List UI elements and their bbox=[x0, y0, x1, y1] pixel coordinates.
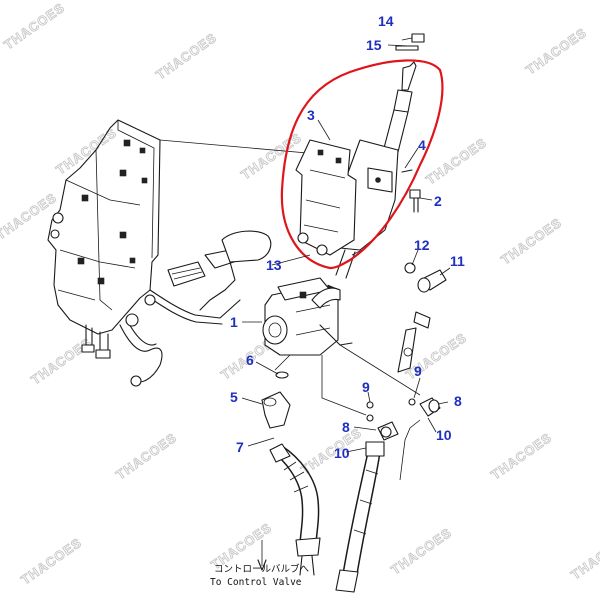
small-parts-top bbox=[395, 33, 425, 51]
watermark: THACOES bbox=[28, 335, 94, 388]
watermark: THACOES bbox=[498, 215, 564, 268]
callout-1: 1 bbox=[230, 314, 238, 330]
callout-9: 9 bbox=[362, 379, 370, 395]
callout-11: 11 bbox=[450, 253, 465, 269]
destination-note: コントロールバルブへ To Control Valve bbox=[210, 563, 310, 588]
callout-8: 8 bbox=[454, 393, 462, 409]
callout-14: 14 bbox=[378, 13, 394, 29]
callout-15: 15 bbox=[366, 37, 382, 53]
highlight-circle bbox=[280, 59, 444, 270]
callout-3: 3 bbox=[307, 107, 315, 123]
steering-column bbox=[295, 61, 417, 297]
callout-10: 10 bbox=[334, 445, 350, 461]
leader-lines bbox=[241, 37, 451, 453]
callout-9: 9 bbox=[414, 363, 422, 379]
watermark: THACOES bbox=[53, 125, 119, 178]
watermark: THACOES bbox=[523, 25, 589, 78]
watermark: THACOES bbox=[568, 530, 600, 583]
callout-5: 5 bbox=[230, 389, 238, 405]
callout-2: 2 bbox=[434, 193, 442, 209]
callout-10: 10 bbox=[436, 427, 452, 443]
callout-13: 13 bbox=[266, 257, 282, 273]
callout-7: 7 bbox=[236, 439, 244, 455]
watermark: THACOES bbox=[298, 425, 364, 478]
watermark: THACOES bbox=[153, 30, 219, 83]
watermark: THACOES bbox=[113, 430, 179, 483]
note-english: To Control Valve bbox=[210, 577, 302, 588]
dash-frame bbox=[47, 119, 331, 387]
watermark: THACOES bbox=[1, 0, 67, 52]
adapter-fittings bbox=[377, 397, 441, 441]
callout-labels: 14 15 3 4 2 12 11 13 1 6 9 9 5 8 8 10 10… bbox=[230, 13, 465, 461]
callout-6: 6 bbox=[246, 352, 254, 368]
o-rings bbox=[275, 371, 416, 422]
bolt-part bbox=[409, 189, 421, 213]
steering-valve bbox=[262, 277, 421, 416]
callout-8: 8 bbox=[342, 419, 350, 435]
brake-pedal-assembly bbox=[125, 230, 272, 327]
callout-12: 12 bbox=[414, 237, 430, 253]
note-japanese: コントロールバルブへ bbox=[214, 563, 310, 575]
watermark: THACOES bbox=[488, 430, 554, 483]
watermark: THACOES bbox=[388, 525, 454, 578]
elbow-fitting bbox=[397, 262, 447, 373]
watermark: THACOES bbox=[423, 135, 489, 188]
watermark: THACOES bbox=[238, 130, 304, 183]
watermark: THACOES bbox=[18, 535, 84, 588]
callout-4: 4 bbox=[418, 137, 426, 153]
elbow-part-5 bbox=[261, 391, 291, 429]
hoses bbox=[257, 419, 421, 593]
